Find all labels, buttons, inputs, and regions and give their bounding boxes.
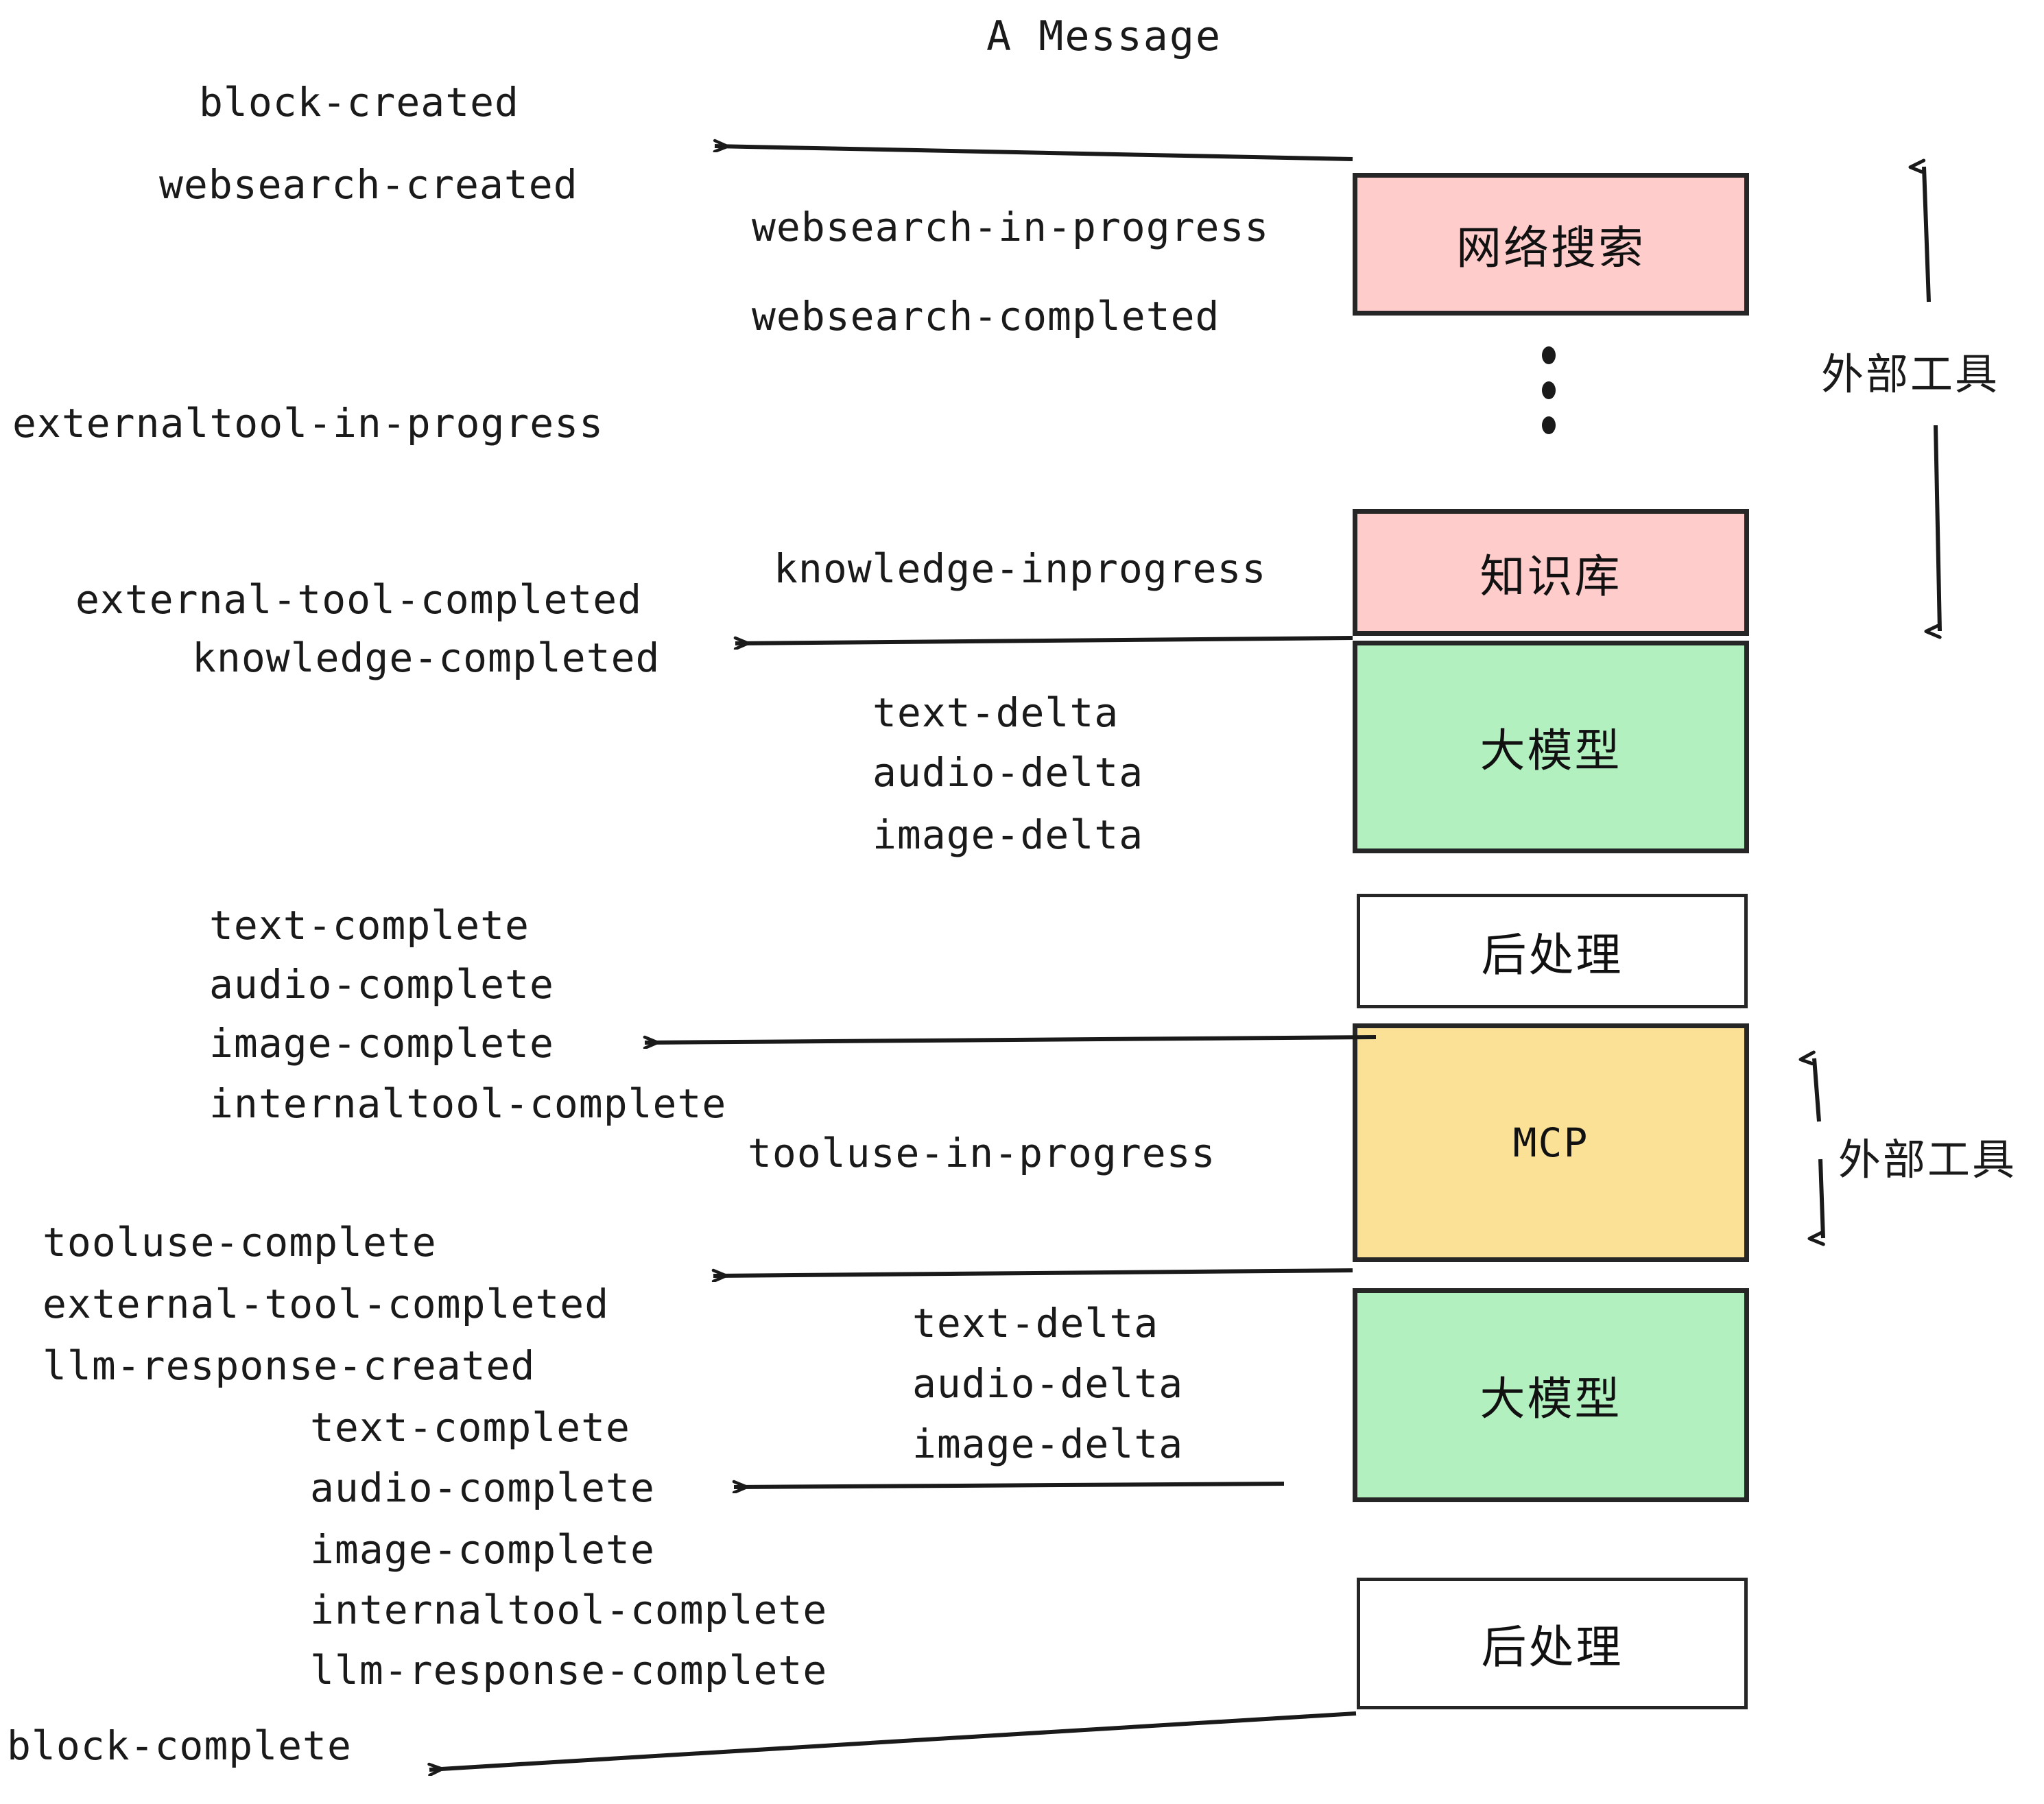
event-label-image-delta-1: image-delta <box>872 811 1144 858</box>
box-label-mcp: MCP <box>1512 1119 1589 1166</box>
event-label-internaltool-complete-2: internaltool-complete <box>310 1587 828 1633</box>
event-label-text-delta-1: text-delta <box>872 689 1119 736</box>
event-label-audio-complete-2: audio-complete <box>310 1464 655 1511</box>
event-label-audio-delta-1: audio-delta <box>872 749 1144 796</box>
event-label-text-complete-2: text-complete <box>310 1404 630 1451</box>
event-label-image-complete-2: image-complete <box>310 1526 655 1573</box>
box-mcp: MCP <box>1353 1023 1749 1262</box>
vertical-ellipsis-icon <box>1542 346 1556 434</box>
event-label-websearch-completed: websearch-completed <box>752 293 1220 340</box>
box-label-websearch: 网络搜索 <box>1456 222 1645 274</box>
box-knowledge: 知识库 <box>1353 509 1749 636</box>
arrow-knowledge-to-completed <box>735 636 1353 643</box>
event-label-tooluse-in-progress: tooluse-in-progress <box>748 1130 1216 1176</box>
side-label-external-tools-bottom: 外部工具 <box>1838 1135 2017 1185</box>
box-websearch: 网络搜索 <box>1353 173 1749 316</box>
arrow-post-top-to-image-complete <box>645 1035 1377 1043</box>
event-label-external-tool-completed-2: external-tool-completed <box>43 1281 610 1327</box>
event-label-internaltool-complete-1: internaltool-complete <box>209 1080 727 1127</box>
event-label-audio-delta-2: audio-delta <box>912 1360 1184 1407</box>
box-post-bottom: 后处理 <box>1357 1578 1748 1709</box>
box-post-top: 后处理 <box>1357 894 1748 1008</box>
arrow-external-tools-bottom-up <box>1814 1058 1821 1122</box>
box-label-post-top: 后处理 <box>1481 928 1624 982</box>
event-label-llm-response-created: llm-response-created <box>43 1342 536 1389</box>
event-label-text-delta-2: text-delta <box>912 1300 1159 1346</box>
event-label-external-tool-completed-1: external-tool-completed <box>75 576 643 623</box>
arrow-mcp-to-tooluse-complete <box>713 1268 1353 1276</box>
box-llm-top: 大模型 <box>1353 641 1749 853</box>
box-label-post-bottom: 后处理 <box>1481 1621 1624 1674</box>
box-label-llm-bottom: 大模型 <box>1479 1373 1622 1425</box>
event-label-externaltool-in-progress: externaltool-in-progress <box>12 400 604 447</box>
event-label-knowledge-inprogress: knowledge-inprogress <box>774 545 1267 592</box>
box-label-llm-top: 大模型 <box>1479 724 1622 777</box>
event-label-llm-response-complete: llm-response-complete <box>310 1647 828 1694</box>
arrow-external-tools-top-down <box>1936 425 1942 631</box>
event-label-tooluse-complete: tooluse-complete <box>43 1219 437 1266</box>
event-label-text-complete-1: text-complete <box>209 902 530 949</box>
box-llm-bottom: 大模型 <box>1353 1288 1749 1502</box>
event-label-block-complete: block-complete <box>7 1722 352 1769</box>
event-label-websearch-created: websearch-created <box>159 161 578 208</box>
page-title: A Message <box>986 12 1222 60</box>
event-label-block-created: block-created <box>199 79 519 126</box>
event-label-audio-complete-1: audio-complete <box>209 961 554 1008</box>
box-label-knowledge: 知识库 <box>1479 549 1622 603</box>
arrow-external-tools-bottom-down <box>1820 1159 1825 1238</box>
arrow-llm-bottom-to-audio-complete <box>734 1484 1285 1487</box>
event-label-knowledge-completed: knowledge-completed <box>192 634 661 681</box>
arrow-post-bottom-to-block-complete <box>429 1711 1357 1770</box>
side-label-external-tools-top: 外部工具 <box>1821 349 2000 399</box>
event-label-image-delta-2: image-delta <box>912 1421 1184 1467</box>
arrow-external-tools-top-up <box>1924 167 1931 302</box>
event-label-image-complete-1: image-complete <box>209 1020 554 1067</box>
arrow-websearch-to-created <box>715 146 1353 161</box>
event-label-websearch-in-progress: websearch-in-progress <box>752 204 1270 250</box>
